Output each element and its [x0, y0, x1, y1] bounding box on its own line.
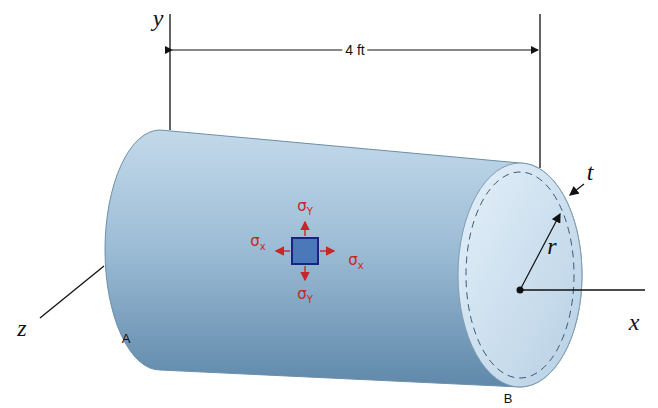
radius-label: r — [547, 234, 556, 258]
dimension-label: 4 ft — [342, 43, 367, 57]
stress-label: σx — [250, 234, 265, 252]
axis-label: x — [629, 310, 640, 334]
thickness-label: t — [587, 160, 594, 184]
axis-label: y — [153, 6, 164, 30]
stress-label: σY — [297, 287, 313, 305]
axis-label: z — [17, 316, 26, 340]
stress-label: σY — [297, 199, 313, 217]
stress-label: σx — [348, 253, 363, 271]
point-label: A — [122, 332, 131, 345]
point-label: B — [504, 392, 513, 405]
